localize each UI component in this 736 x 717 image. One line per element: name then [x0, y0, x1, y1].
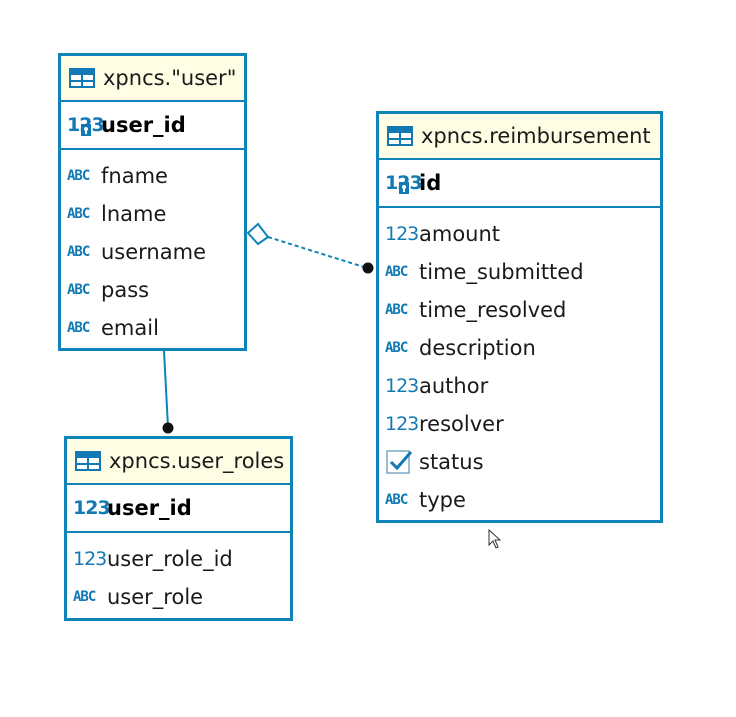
column-row[interactable]: ABC email	[61, 309, 244, 347]
table-icon	[75, 451, 101, 471]
user-reimbursement-relation	[267, 236, 368, 269]
abc-icon: ABC	[385, 264, 408, 280]
boolean-checkbox-icon	[385, 448, 419, 476]
number-icon: 123	[73, 548, 107, 570]
column-name: user_id	[101, 113, 186, 137]
primary-key-number-icon: 123	[67, 114, 105, 136]
entity-title: xpncs.user_roles	[109, 449, 285, 473]
abc-icon: ABC	[67, 168, 90, 184]
column-row[interactable]: ABC username	[61, 233, 244, 271]
column-row[interactable]: ABC time_resolved	[379, 291, 660, 329]
abc-icon: ABC	[67, 282, 90, 298]
column-name: user_id	[107, 496, 192, 520]
entity-title: xpncs.reimbursement	[421, 124, 651, 148]
number-icon: 123	[385, 375, 419, 397]
userroles-fk-endpoint	[162, 422, 174, 434]
column-row[interactable]: ABC pass	[61, 271, 244, 309]
column-row[interactable]: ABC lname	[61, 195, 244, 233]
column-row[interactable]: ABC description	[379, 329, 660, 367]
column-name: id	[419, 171, 442, 195]
table-icon	[387, 126, 413, 146]
entity-header: xpncs.reimbursement	[379, 114, 660, 160]
aggregation-diamond-marker	[246, 222, 270, 246]
user-userroles-relation	[163, 350, 169, 428]
primary-key-row[interactable]: 123 user_id	[67, 485, 290, 533]
column-row[interactable]: ABC time_submitted	[379, 253, 660, 291]
abc-icon: ABC	[73, 589, 96, 605]
table-icon	[69, 68, 95, 88]
primary-key-number-icon: 123	[385, 172, 423, 194]
abc-icon: ABC	[385, 492, 408, 508]
column-name: amount	[419, 222, 501, 246]
column-name: status	[419, 450, 484, 474]
column-name: pass	[101, 278, 150, 302]
entity-user[interactable]: xpncs."user" 123 user_id ABC fname ABC lna…	[58, 53, 247, 351]
column-row[interactable]: status	[379, 443, 660, 481]
abc-icon: ABC	[67, 244, 90, 260]
mouse-cursor-icon	[488, 529, 502, 549]
number-icon: 123	[385, 413, 419, 435]
reimbursement-fk-endpoint	[362, 262, 374, 274]
column-name: resolver	[419, 412, 504, 436]
column-name: lname	[101, 202, 167, 226]
column-name: user_role_id	[107, 547, 233, 571]
entity-title: xpncs."user"	[103, 66, 237, 90]
column-name: author	[419, 374, 489, 398]
column-row[interactable]: ABC type	[379, 481, 660, 519]
abc-icon: ABC	[67, 206, 90, 222]
column-name: fname	[101, 164, 168, 188]
entity-header: xpncs."user"	[61, 56, 244, 102]
column-row[interactable]: ABC user_role	[67, 578, 290, 616]
column-name: type	[419, 488, 466, 512]
abc-icon: ABC	[385, 302, 408, 318]
column-name: user_role	[107, 585, 204, 609]
column-name: time_resolved	[419, 298, 567, 322]
number-icon: 123	[385, 223, 419, 245]
column-name: username	[101, 240, 206, 264]
column-name: email	[101, 316, 159, 340]
number-icon: 123	[73, 497, 111, 519]
column-row[interactable]: ABC fname	[61, 157, 244, 195]
primary-key-row[interactable]: 123 id	[379, 160, 660, 208]
abc-icon: ABC	[67, 320, 90, 336]
primary-key-row[interactable]: 123 user_id	[61, 102, 244, 150]
entity-header: xpncs.user_roles	[67, 439, 290, 485]
column-name: description	[419, 336, 536, 360]
column-name: time_submitted	[419, 260, 584, 284]
abc-icon: ABC	[385, 340, 408, 356]
